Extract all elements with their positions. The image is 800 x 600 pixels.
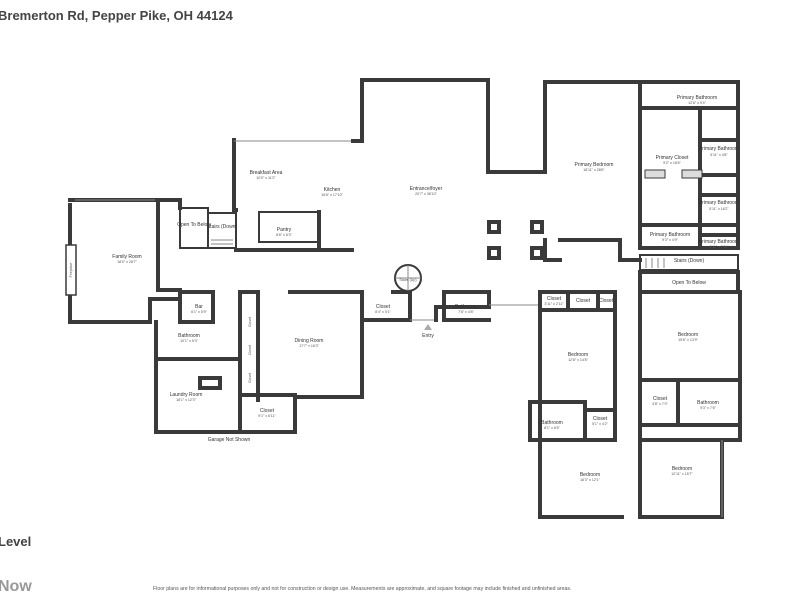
svg-text:Stairs (Down): Stairs (Down) bbox=[674, 258, 705, 264]
svg-text:8'6" x 6'3": 8'6" x 6'3" bbox=[276, 233, 292, 237]
svg-text:Bedroom: Bedroom bbox=[580, 472, 600, 478]
svg-text:20'7" x 38'10": 20'7" x 38'10" bbox=[415, 192, 437, 196]
svg-text:Closet: Closet bbox=[376, 304, 391, 310]
svg-text:17'7" x 16'3": 17'7" x 16'3" bbox=[299, 344, 319, 348]
svg-text:12'8" x 14'8": 12'8" x 14'8" bbox=[568, 358, 588, 362]
svg-text:Bedroom: Bedroom bbox=[678, 332, 698, 338]
svg-text:Bedroom: Bedroom bbox=[568, 352, 588, 358]
svg-text:7'6" x 4'8": 7'6" x 4'8" bbox=[458, 310, 474, 314]
svg-text:6'1" x 5'9": 6'1" x 5'9" bbox=[191, 310, 207, 314]
svg-text:5'11" x 2'11": 5'11" x 2'11" bbox=[709, 245, 729, 249]
svg-text:Primary Bathroom: Primary Bathroom bbox=[699, 146, 739, 152]
svg-text:Bathroom: Bathroom bbox=[178, 333, 200, 339]
svg-text:Closet: Closet bbox=[260, 408, 275, 414]
svg-text:Bathroom: Bathroom bbox=[455, 304, 477, 310]
wall-bar bbox=[178, 290, 215, 324]
svg-text:Closet: Closet bbox=[248, 317, 252, 327]
svg-text:Bathroom: Bathroom bbox=[697, 400, 719, 406]
svg-text:5'11" x 4'8": 5'11" x 4'8" bbox=[710, 153, 728, 157]
svg-text:8'4" x 5'1": 8'4" x 5'1" bbox=[375, 310, 391, 314]
wall-closet-laundry bbox=[238, 393, 297, 434]
svg-text:12'11" x 15'7": 12'11" x 15'7" bbox=[671, 472, 693, 476]
level-label: Level bbox=[0, 534, 32, 549]
svg-text:18'11" x 28'6": 18'11" x 28'6" bbox=[583, 168, 605, 172]
label-primary-bathroom-top: Primary Bathroom bbox=[677, 95, 717, 101]
svg-text:Stairs (Down): Stairs (Down) bbox=[207, 224, 238, 230]
svg-text:Closet: Closet bbox=[599, 298, 614, 304]
svg-text:16'8" x 17'10": 16'8" x 17'10" bbox=[321, 193, 343, 197]
svg-text:5'1" x 4'2": 5'1" x 4'2" bbox=[592, 422, 608, 426]
svg-text:Pantry: Pantry bbox=[277, 227, 292, 233]
svg-text:10'1" x 5'3": 10'1" x 5'3" bbox=[180, 339, 198, 343]
svg-text:18'1" x 12'3": 18'1" x 12'3" bbox=[176, 398, 196, 402]
svg-text:15'6" x 13'9": 15'6" x 13'9" bbox=[678, 338, 698, 342]
svg-text:Primary Bathroom: Primary Bathroom bbox=[699, 239, 739, 245]
wall-kitchen bbox=[232, 138, 238, 212]
wall-open-to-below bbox=[179, 207, 209, 249]
svg-text:Closet: Closet bbox=[593, 416, 608, 422]
svg-text:Fireplace: Fireplace bbox=[69, 263, 73, 278]
svg-text:Closet: Closet bbox=[547, 296, 562, 302]
svg-text:9'3" x 7'6": 9'3" x 7'6" bbox=[700, 406, 716, 410]
svg-text:Closet: Closet bbox=[653, 396, 668, 402]
svg-text:3'11" x 2'11": 3'11" x 2'11" bbox=[544, 302, 564, 306]
svg-text:9'3" x 4'9": 9'3" x 4'9" bbox=[662, 238, 678, 242]
svg-text:5'11" x 16'2": 5'11" x 16'2" bbox=[709, 207, 729, 211]
svg-text:Kitchen: Kitchen bbox=[324, 187, 341, 193]
svg-text:Closet: Closet bbox=[248, 345, 252, 355]
svg-text:Laundry Room: Laundry Room bbox=[170, 392, 203, 398]
svg-text:Bathroom: Bathroom bbox=[541, 420, 563, 426]
label-primary-bedroom: Primary Bedroom bbox=[575, 162, 614, 168]
svg-text:9'2" x 18'6": 9'2" x 18'6" bbox=[663, 161, 681, 165]
svg-text:12'6" x 9'4": 12'6" x 9'4" bbox=[688, 101, 706, 105]
svg-text:16'3" x 12'1": 16'3" x 12'1" bbox=[580, 478, 600, 482]
wall-stairs-down bbox=[207, 212, 237, 249]
brand-logo: Now bbox=[0, 578, 32, 595]
svg-text:Open To Below: Open To Below bbox=[177, 222, 211, 228]
svg-text:9'1" x 6'11": 9'1" x 6'11" bbox=[258, 414, 276, 418]
svg-text:18'0" x 28'7": 18'0" x 28'7" bbox=[117, 260, 137, 264]
label-garage-note: Garage Not Shown bbox=[208, 437, 251, 443]
property-address: Bremerton Rd, Pepper Pike, OH 44124 bbox=[0, 8, 233, 23]
fireplace-hearth bbox=[65, 244, 77, 296]
svg-text:Bar: Bar bbox=[195, 304, 203, 310]
svg-text:Bedroom: Bedroom bbox=[672, 466, 692, 472]
entry-arrow-icon bbox=[424, 324, 432, 330]
svg-text:Entrance/foyer: Entrance/foyer bbox=[410, 186, 443, 192]
disclaimer-text: Floor plans are for informational purpos… bbox=[153, 586, 572, 592]
svg-text:Primary Closet: Primary Closet bbox=[656, 155, 689, 161]
svg-text:Family Room: Family Room bbox=[112, 254, 141, 260]
svg-text:Breakfast Area: Breakfast Area bbox=[250, 170, 283, 176]
svg-text:8'1" x 6'6": 8'1" x 6'6" bbox=[544, 426, 560, 430]
svg-text:Open To Below: Open To Below bbox=[672, 280, 706, 286]
svg-text:Primary Bathroom: Primary Bathroom bbox=[699, 200, 739, 206]
svg-text:Stairs (Up): Stairs (Up) bbox=[399, 278, 416, 282]
svg-text:4'8" x 7'0": 4'8" x 7'0" bbox=[652, 402, 668, 406]
svg-text:Closet: Closet bbox=[576, 298, 591, 304]
svg-text:Dining Room: Dining Room bbox=[295, 338, 324, 344]
svg-text:Primary Bathroom: Primary Bathroom bbox=[650, 232, 690, 238]
svg-text:Closet: Closet bbox=[248, 373, 252, 383]
svg-text:10'0" x 11'2": 10'0" x 11'2" bbox=[256, 176, 276, 180]
label-entry: Entry bbox=[422, 333, 434, 339]
